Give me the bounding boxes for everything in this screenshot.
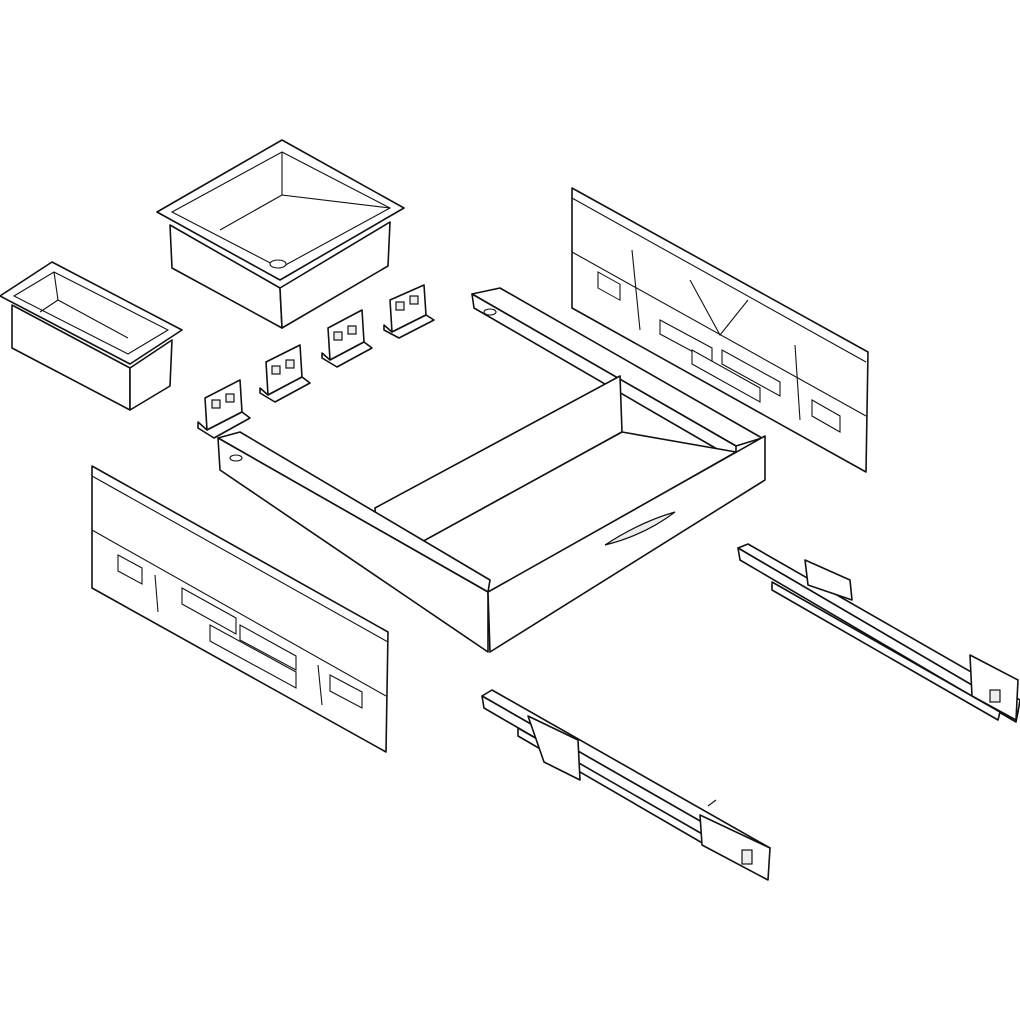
slide-rail-left — [481, 689, 771, 881]
rear-mounting-panel — [571, 187, 869, 473]
drawer-box — [217, 287, 766, 653]
slide-rail-right — [737, 543, 1020, 723]
front-mounting-panel — [91, 465, 389, 753]
bracket — [197, 379, 251, 439]
bracket — [321, 309, 373, 368]
small-bin — [0, 261, 183, 411]
bracket — [259, 344, 311, 403]
bracket — [383, 284, 435, 339]
large-bin — [156, 139, 405, 329]
